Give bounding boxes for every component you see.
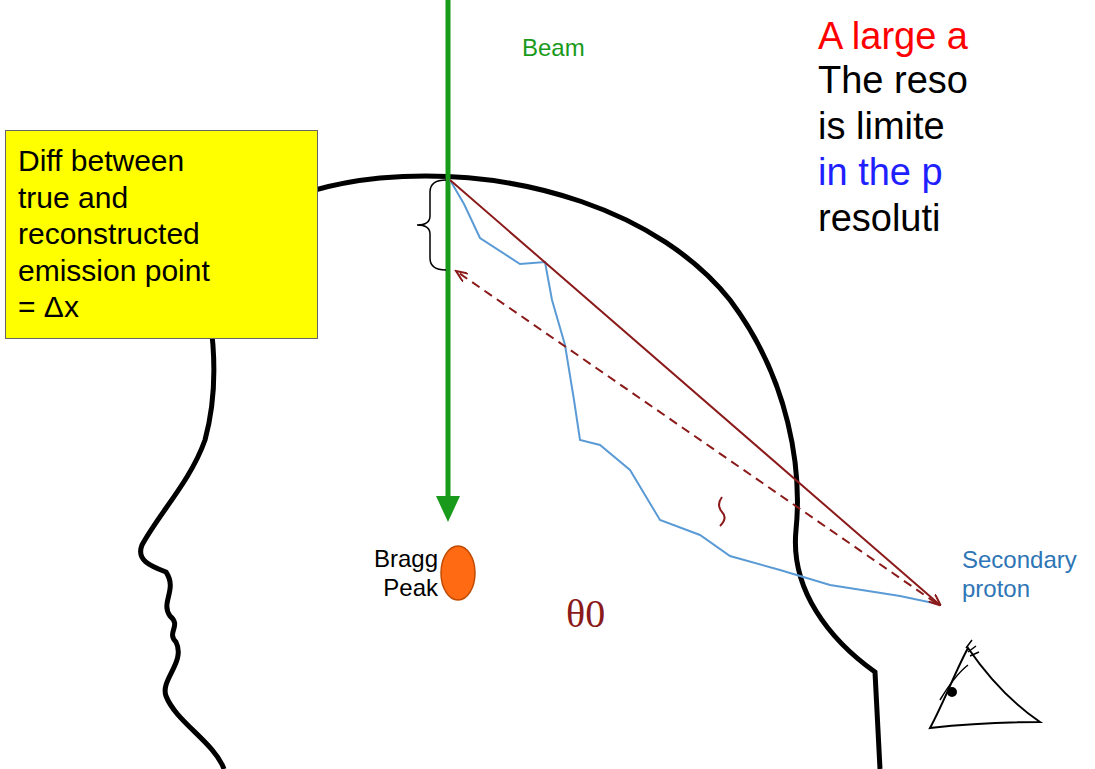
eye-lid [940,665,968,700]
bragg-peak [441,546,475,600]
annotation-label: Beam [522,34,585,63]
bracket [417,180,446,270]
annotation-label: A large a [818,14,968,60]
beam-arrowhead [436,496,460,522]
face-outline [141,318,224,769]
angle-arc [719,497,725,526]
annotation-label: is limite [818,104,945,150]
annotation-label: Bragg Peak [372,545,438,603]
eye-lashes [966,640,979,656]
callout-text: Diff between true and reconstructed emis… [18,143,210,326]
annotation-label: in the p [818,150,943,196]
annotation-label: resoluti [818,196,941,242]
true-direction [450,180,940,605]
reconstructed-direction [456,271,936,603]
eye-pupil [947,687,957,697]
annotation-label: θ0 [566,590,605,638]
eye-symbol [930,648,1040,728]
beam-arrow [446,0,451,500]
callout-box: Diff between true and reconstructed emis… [5,130,318,339]
annotation-label: The reso [818,58,968,104]
annotation-label: Secondary proton [962,546,1082,604]
